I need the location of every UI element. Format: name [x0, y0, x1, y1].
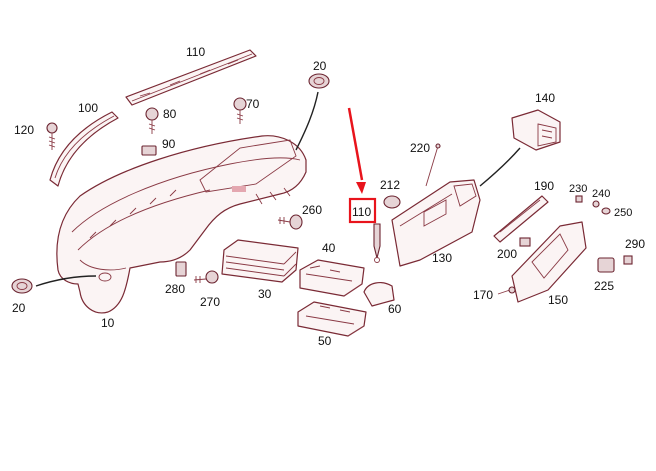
- label-100: 100: [78, 101, 98, 115]
- label-20-top: 20: [313, 59, 327, 73]
- label-212: 212: [380, 178, 400, 192]
- label-150: 150: [548, 293, 568, 307]
- label-170: 170: [473, 288, 493, 302]
- screw-120: [46, 122, 58, 150]
- label-120: 120: [14, 123, 34, 137]
- grommet-20-top: [308, 73, 330, 89]
- label-90: 90: [162, 137, 176, 151]
- label-80: 80: [163, 107, 177, 121]
- parts-230-240-250: [575, 195, 611, 215]
- trim-190: [493, 195, 549, 243]
- label-230: 230: [569, 183, 587, 195]
- screw-170: [497, 286, 516, 295]
- label-40: 40: [322, 241, 336, 255]
- glovebox-130: [391, 179, 481, 267]
- label-225: 225: [594, 279, 614, 293]
- side-strip-100: [49, 111, 119, 187]
- grommet-20-bottom: [11, 278, 33, 294]
- rod-220: [425, 143, 441, 187]
- label-60: 60: [388, 302, 402, 316]
- clip-280: [175, 261, 187, 277]
- defroster-strip-110: [125, 49, 257, 106]
- label-110-top: 110: [186, 45, 205, 59]
- label-220: 220: [410, 141, 430, 155]
- bracket-40: [299, 259, 365, 297]
- gas-strut-110: [373, 223, 381, 263]
- clip-90: [141, 145, 157, 156]
- air-vent-30: [221, 239, 299, 283]
- highlight-callout: [347, 107, 377, 224]
- bracket-50: [297, 301, 367, 337]
- clip-290: [623, 255, 633, 265]
- cover-60: [363, 282, 395, 307]
- cap-212: [383, 195, 401, 209]
- label-20-bottom: 20: [12, 301, 26, 315]
- screw-260: [277, 214, 303, 230]
- label-260: 260: [302, 203, 322, 217]
- switch-225: [597, 257, 615, 273]
- label-70: 70: [246, 97, 260, 111]
- label-140: 140: [535, 91, 555, 105]
- label-30: 30: [258, 287, 272, 301]
- label-280: 280: [165, 282, 185, 296]
- screw-270: [193, 270, 219, 284]
- label-130: 130: [432, 251, 452, 265]
- label-240: 240: [592, 188, 610, 200]
- dashboard-carrier-10: [56, 135, 307, 314]
- label-200: 200: [497, 247, 517, 261]
- label-10: 10: [101, 316, 115, 330]
- clip-200: [519, 237, 531, 247]
- label-190: 190: [534, 179, 554, 193]
- clip-80: [145, 107, 159, 134]
- label-50: 50: [318, 334, 332, 348]
- glovebox-lid-150: [511, 221, 587, 303]
- side-vent-140: [511, 109, 561, 151]
- label-270: 270: [200, 295, 220, 309]
- screw-70: [233, 97, 247, 124]
- leader-lines: [35, 91, 521, 287]
- label-290: 290: [625, 237, 645, 251]
- label-250: 250: [614, 207, 632, 219]
- label-110-highlight: 110: [352, 205, 371, 219]
